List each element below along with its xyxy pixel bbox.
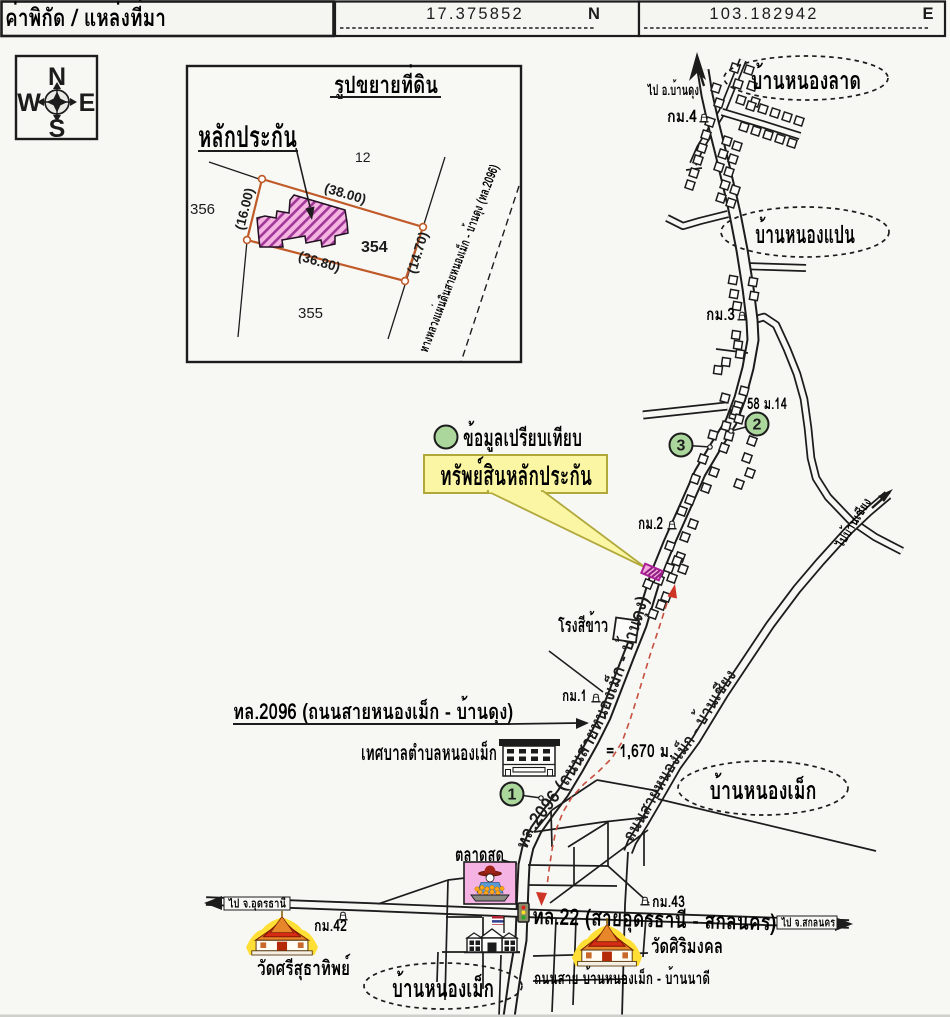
svg-text:355: 355 [298,305,323,322]
svg-text:17.375852: 17.375852 [426,5,524,23]
svg-text:103.182942: 103.182942 [709,5,818,23]
svg-text:S: S [49,115,66,143]
svg-text:N: N [48,63,66,91]
svg-text:354: 354 [361,239,388,256]
svg-text:356: 356 [190,201,215,218]
svg-text:12: 12 [355,149,371,165]
svg-text:E: E [79,89,96,117]
svg-text:E: E [922,5,933,23]
svg-text:N: N [588,5,600,23]
svg-text:1: 1 [508,787,517,804]
svg-text:W: W [17,89,41,117]
svg-text:3: 3 [677,438,686,455]
svg-text:2: 2 [753,417,762,434]
